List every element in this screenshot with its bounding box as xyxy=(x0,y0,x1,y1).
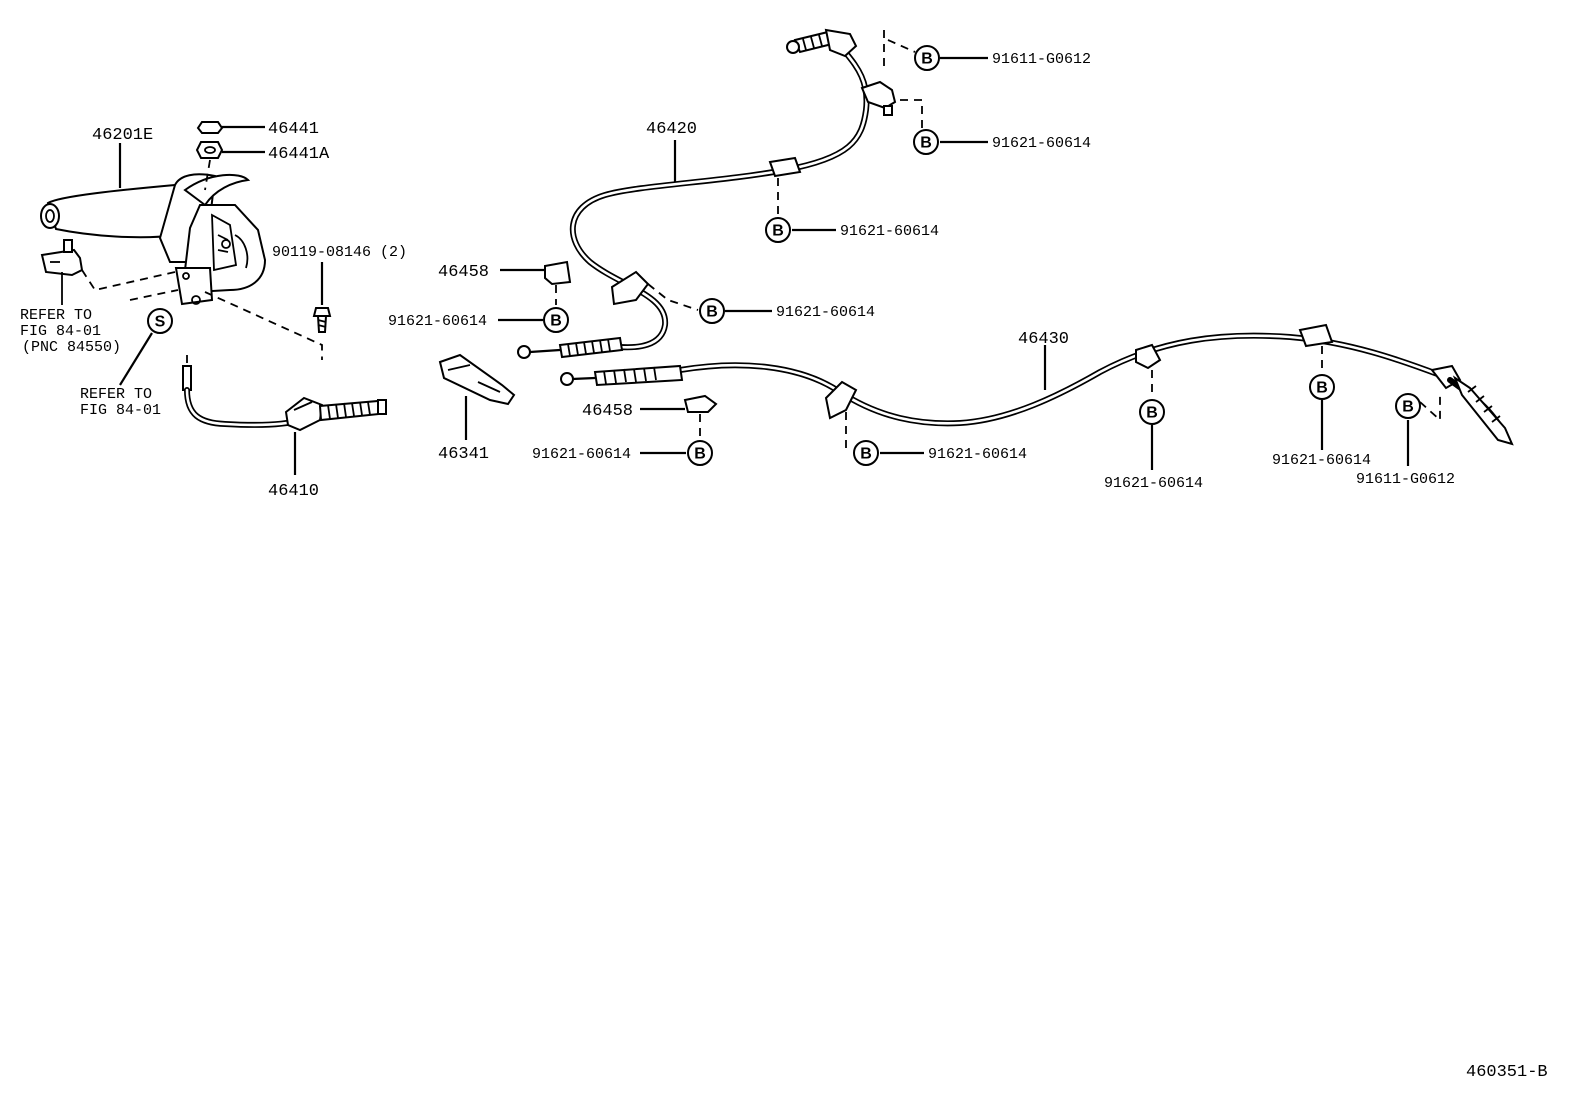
marker-b-label: B xyxy=(694,446,706,463)
marker-b-lh-clamp2: B xyxy=(1139,399,1165,425)
nut-46441 xyxy=(196,121,224,134)
marker-b-label: B xyxy=(772,223,784,240)
nut-46441a xyxy=(195,141,224,159)
label-bolt: 90119-08146 (2) xyxy=(272,244,407,261)
label-cable-rh: 46420 xyxy=(646,120,697,139)
marker-b-lh-end: B xyxy=(1395,393,1421,419)
marker-b-rh-right: B xyxy=(699,298,725,324)
figure-id: 460351-B xyxy=(1466,1063,1548,1082)
label-nut: 46441 xyxy=(268,120,319,139)
marker-b-clip-upper: B xyxy=(543,307,569,333)
label-bolt-rh-right: 91621-60614 xyxy=(776,304,875,321)
label-bolt-lh-clamp1: 91621-60614 xyxy=(928,446,1027,463)
marker-b-label: B xyxy=(550,313,562,330)
rear-cable-46420 xyxy=(517,28,897,359)
refer-switch-line1: REFER TO xyxy=(20,307,92,324)
label-bolt-lh-clamp3: 91621-60614 xyxy=(1272,452,1371,469)
parking-brake-lever xyxy=(40,173,267,306)
marker-b-label: B xyxy=(706,304,718,321)
label-equalizer: 46341 xyxy=(438,445,489,464)
label-bolt-clip-upper: 91621-60614 xyxy=(388,313,487,330)
marker-b-label: B xyxy=(860,446,872,463)
bolt-90119 xyxy=(312,307,332,333)
label-bolt-rh-top: 91611-G0612 xyxy=(992,51,1091,68)
marker-b-label: B xyxy=(1402,399,1414,416)
marker-b-label: B xyxy=(1146,405,1158,422)
marker-b-rh-mid: B xyxy=(765,217,791,243)
label-clip-lower: 46458 xyxy=(582,402,633,421)
refer-switch-line3: (PNC 84550) xyxy=(22,339,121,356)
label-bolt-rh-mid: 91621-60614 xyxy=(840,223,939,240)
refer-s-line1: REFER TO xyxy=(80,386,152,403)
marker-b-clip-lower: B xyxy=(687,440,713,466)
marker-b-label: B xyxy=(921,51,933,68)
marker-b-label: B xyxy=(1316,380,1328,397)
label-clip-upper: 46458 xyxy=(438,263,489,282)
clip-46458-lower xyxy=(683,394,718,413)
brake-switch xyxy=(40,239,84,277)
label-nut-a: 46441A xyxy=(268,145,330,164)
marker-b-rh-upper: B xyxy=(913,129,939,155)
refer-s-line2: FIG 84-01 xyxy=(80,402,161,419)
label-cable-lh: 46430 xyxy=(1018,330,1069,349)
marker-b-label: B xyxy=(920,135,932,152)
marker-b-rh-top: B xyxy=(914,45,940,71)
clip-46458-upper xyxy=(544,260,572,286)
label-bolt-lh-clamp2: 91621-60614 xyxy=(1104,475,1203,492)
marker-b-lh-clamp1: B xyxy=(853,440,879,466)
rear-cable-46430 xyxy=(560,323,1514,446)
label-bolt-lh-end: 91611-G0612 xyxy=(1356,471,1455,488)
refer-switch-line2: FIG 84-01 xyxy=(20,323,101,340)
marker-s-label: S xyxy=(155,314,166,331)
label-bolt-rh-upper: 91621-60614 xyxy=(992,135,1091,152)
equalizer-46341 xyxy=(438,353,516,406)
label-lever: 46201E xyxy=(92,126,153,145)
label-bolt-clip-lower: 91621-60614 xyxy=(532,446,631,463)
label-front-cable: 46410 xyxy=(268,482,319,501)
marker-b-lh-clamp3: B xyxy=(1309,374,1335,400)
marker-s: S xyxy=(147,308,173,334)
front-cable-46410 xyxy=(182,365,387,432)
